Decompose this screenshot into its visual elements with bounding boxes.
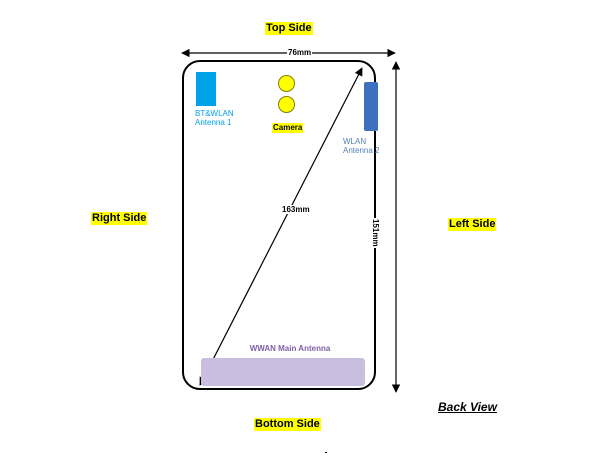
bottom-side-label: Bottom Side xyxy=(254,418,321,431)
bt-wlan-antenna-label-line1: BT&WLAN xyxy=(195,109,234,118)
wlan-antenna-label: WLAN Antenna 2 xyxy=(343,137,379,155)
bt-wlan-antenna-block xyxy=(196,72,216,106)
diagonal-dimension-label: 163mm xyxy=(281,205,311,214)
wwan-antenna-label: WWAN Main Antenna xyxy=(249,344,331,353)
right-side-label: Right Side xyxy=(91,212,148,225)
camera-lens-lower xyxy=(278,96,295,113)
wlan-antenna-label-line2: Antenna 2 xyxy=(343,146,380,155)
top-side-label: Top Side xyxy=(265,22,313,35)
wlan-antenna-block xyxy=(364,82,378,131)
camera-lens-upper xyxy=(278,75,295,92)
camera-label: Camera xyxy=(272,123,304,133)
bt-wlan-antenna-label: BT&WLAN Antenna 1 xyxy=(195,109,234,127)
left-side-label: Left Side xyxy=(448,218,497,231)
height-dimension-label: 151mm xyxy=(371,218,380,248)
width-dimension-label: 76mm xyxy=(287,48,313,57)
wlan-antenna-label-line1: WLAN xyxy=(343,137,367,146)
wwan-main-antenna-block xyxy=(201,358,365,386)
bt-wlan-antenna-label-line2: Antenna 1 xyxy=(195,118,232,127)
back-view-label: Back View xyxy=(438,400,497,414)
artifact-dot xyxy=(325,452,327,453)
